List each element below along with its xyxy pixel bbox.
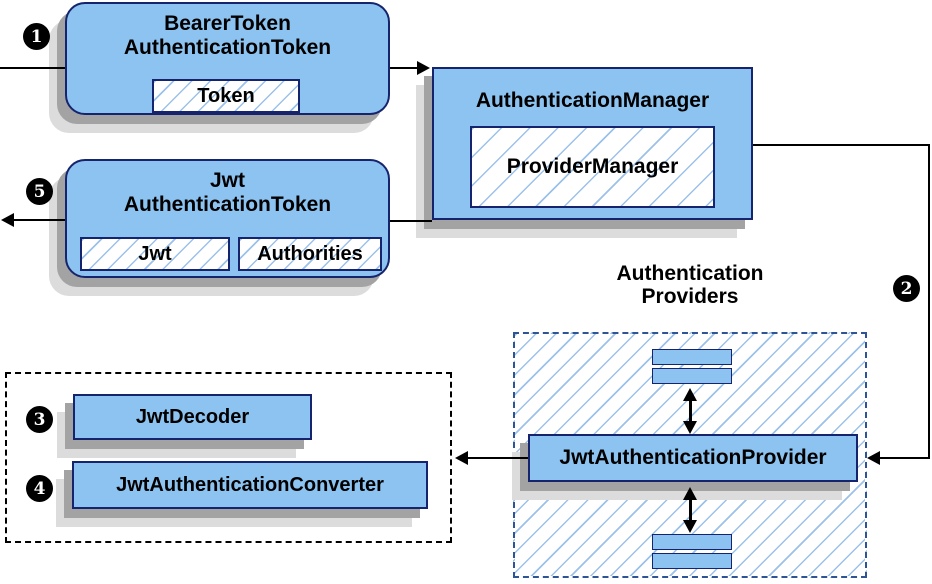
step-3-badge: 3: [26, 406, 53, 433]
provider-list-double-arrow-bottom-icon: [682, 487, 698, 533]
manager-to-provider-line-vertical: [928, 144, 930, 459]
provider-list-double-arrow-top-icon: [682, 388, 698, 434]
authentication-providers-label-line1: Authentication: [616, 262, 764, 285]
authentication-manager-node: AuthenticationManager ProviderManager: [432, 67, 753, 220]
bearer-to-manager-arrowhead-icon: [417, 61, 430, 75]
provider-placeholder-rect-top-2: [652, 368, 732, 384]
authentication-manager-title: AuthenticationManager: [475, 89, 710, 112]
jwt-authentication-converter-node: JwtAuthenticationConverter: [72, 461, 428, 509]
jwt-decoder-label: JwtDecoder: [135, 405, 250, 428]
manager-to-provider-line-bottom: [880, 457, 930, 459]
jwt-authentication-token-node: Jwt AuthenticationToken Jwt Authorities: [65, 159, 390, 278]
double-arrow-down-tip-icon: [683, 520, 697, 533]
double-arrow-up-tip-icon: [683, 388, 697, 401]
provider-placeholder-rect-top-1: [652, 349, 732, 365]
bearer-token-authentication-token-node: BearerToken AuthenticationToken Token: [65, 2, 390, 115]
jwt-authentication-token-title-line2: AuthenticationToken: [123, 193, 332, 216]
jwt-authentication-converter-label: JwtAuthenticationConverter: [116, 473, 384, 496]
manager-to-provider-arrowhead-icon: [867, 451, 880, 465]
double-arrow-shaft: [688, 497, 692, 523]
outgoing-result-arrowhead-icon: [1, 213, 14, 227]
step-4-badge: 4: [26, 475, 53, 502]
authorities-field-label: Authorities: [257, 242, 363, 265]
jwt-field-label: Jwt: [138, 242, 172, 265]
authorities-field: Authorities: [238, 237, 382, 271]
step-5-badge: 5: [26, 178, 53, 205]
double-arrow-down-tip-icon: [683, 421, 697, 434]
step-3-number: 3: [33, 409, 46, 430]
step-4-number: 4: [33, 478, 46, 499]
bearer-token-title-line1: BearerToken: [164, 12, 291, 35]
provider-placeholder-rect-bottom-2: [652, 553, 732, 569]
jwt-authentication-provider-node: JwtAuthenticationProvider: [528, 434, 858, 482]
provider-to-decoder-arrowhead-icon: [455, 451, 468, 465]
jwt-authentication-token-title: Jwt AuthenticationToken: [67, 169, 388, 217]
step-2-number: 2: [900, 278, 913, 299]
bearer-to-manager-line: [390, 67, 418, 69]
double-arrow-shaft: [688, 398, 692, 424]
jwt-authentication-provider-label: JwtAuthenticationProvider: [559, 446, 827, 469]
jwt-field: Jwt: [80, 237, 230, 271]
bearer-token-title-line2: AuthenticationToken: [123, 36, 332, 59]
authentication-providers-label: Authentication Providers: [513, 262, 867, 308]
provider-manager-label: ProviderManager: [506, 155, 679, 178]
token-field: Token: [152, 79, 300, 113]
step-1-badge: 1: [23, 23, 50, 50]
jwt-authentication-token-title-line1: Jwt: [209, 169, 245, 192]
manager-to-provider-line-top: [753, 144, 930, 146]
token-field-label: Token: [197, 84, 255, 107]
step-5-number: 5: [33, 181, 46, 202]
manager-to-jwt-token-line: [390, 220, 432, 222]
provider-placeholder-rect-bottom-1: [652, 534, 732, 550]
jwt-decoder-node: JwtDecoder: [73, 394, 312, 440]
step-2-badge: 2: [893, 275, 920, 302]
provider-manager-box: ProviderManager: [470, 126, 715, 208]
double-arrow-up-tip-icon: [683, 487, 697, 500]
provider-to-decoder-line: [468, 457, 528, 459]
incoming-request-line: [0, 67, 65, 69]
bearer-token-node-title: BearerToken AuthenticationToken: [67, 12, 388, 60]
outgoing-result-line: [14, 219, 65, 221]
step-1-number: 1: [30, 26, 43, 47]
authentication-providers-label-line2: Providers: [641, 285, 739, 308]
